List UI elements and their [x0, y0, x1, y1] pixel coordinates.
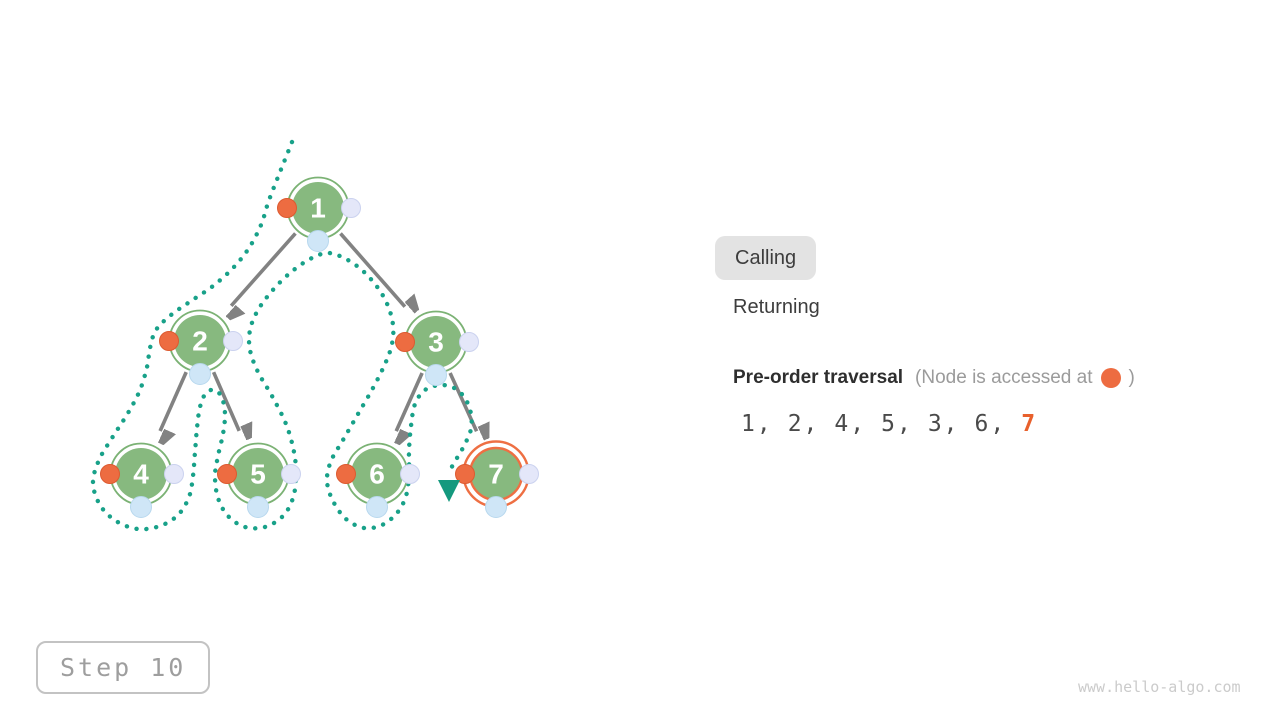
bottom-dot-icon: [189, 363, 211, 385]
node-label: 1: [310, 193, 326, 224]
bottom-dot-icon: [247, 496, 269, 518]
bottom-dot-icon: [307, 230, 329, 252]
access-dot-icon: [395, 332, 415, 352]
node-label: 7: [488, 459, 504, 490]
tree-nodes: 1 2 3 4 5 6 7: [100, 176, 539, 518]
traversal-heading: Pre-order traversal (Node is accessed at…: [733, 367, 1135, 389]
tree-node: 5: [217, 442, 301, 518]
traversal-pointer: [438, 480, 460, 502]
tree-node: 1: [277, 176, 361, 252]
tree-edge: [231, 232, 297, 305]
sequence-item: 5,: [881, 411, 913, 437]
tree-node: 7: [455, 440, 539, 518]
tree-node: 2: [159, 309, 243, 385]
traversal-sequence: 1, 2, 4, 5, 3, 6, 7: [741, 411, 1052, 437]
node-circle: [292, 182, 344, 234]
step-badge: Step 10: [36, 641, 211, 694]
sequence-item: 4,: [834, 411, 867, 437]
bottom-dot-icon: [485, 496, 507, 518]
sequence-item: 7: [1021, 411, 1038, 437]
node-label: 5: [250, 459, 266, 490]
node-label: 4: [133, 459, 149, 490]
node-circle: [174, 315, 226, 367]
right-dot-icon: [459, 332, 479, 352]
right-dot-icon: [519, 464, 539, 484]
right-dot-icon: [281, 464, 301, 484]
sequence-item: 3,: [927, 411, 960, 437]
access-dot-icon: [100, 464, 120, 484]
node-label: 6: [369, 459, 385, 490]
right-dot-icon: [223, 331, 243, 351]
node-circle: [115, 448, 167, 500]
access-dot-icon: [217, 464, 237, 484]
node-circle: [410, 316, 462, 368]
tree-edge: [396, 372, 424, 431]
right-dot-icon: [341, 198, 361, 218]
sequence-item: 6,: [974, 411, 1007, 437]
tree-node: 6: [336, 442, 420, 518]
access-dot-icon: [455, 464, 475, 484]
tree-node: 4: [100, 442, 184, 518]
access-dot-icon: [277, 198, 297, 218]
node-label: 3: [428, 327, 444, 358]
legend-calling-chip[interactable]: Calling: [715, 236, 817, 280]
traversal-note-prefix: (Node is accessed at: [915, 367, 1093, 388]
traversal-title: Pre-order traversal: [733, 367, 904, 388]
node-circle: [232, 448, 284, 500]
access-dot-icon: [1101, 368, 1122, 388]
pointer-triangle-icon: [438, 480, 460, 502]
bottom-dot-icon: [425, 364, 447, 386]
right-dot-icon: [400, 464, 420, 484]
tree-edge: [160, 371, 188, 431]
tree-edge: [211, 371, 240, 431]
watermark: www.hello-algo.com: [1078, 678, 1241, 696]
node-label: 2: [192, 326, 208, 357]
bottom-dot-icon: [130, 496, 152, 518]
traversal-path: [90, 139, 474, 532]
sequence-item: 1,: [741, 411, 773, 437]
sequence-item: 2,: [787, 411, 820, 437]
access-dot-icon: [159, 331, 179, 351]
tree-node: 3: [395, 310, 479, 386]
traversal-trail: [90, 139, 474, 532]
access-dot-icon: [336, 464, 356, 484]
node-circle: [351, 448, 403, 500]
tree-edge: [339, 232, 405, 307]
traversal-note-suffix: ): [1128, 367, 1135, 388]
right-dot-icon: [164, 464, 184, 484]
legend-returning-label[interactable]: Returning: [733, 296, 820, 318]
bottom-dot-icon: [366, 496, 388, 518]
tree-edges: [160, 232, 477, 431]
